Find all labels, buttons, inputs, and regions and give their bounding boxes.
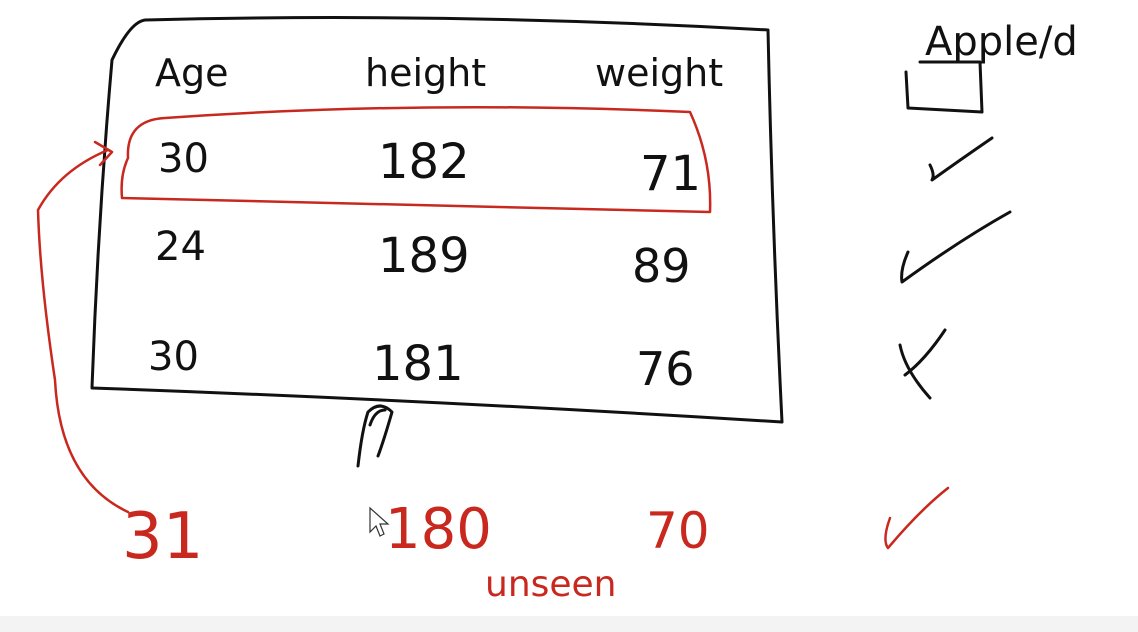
check-icon [928, 136, 994, 182]
highlight-first-row [120, 105, 712, 214]
side-header: Apple/d [925, 19, 1078, 65]
cell-r2-weight: 89 [632, 239, 691, 293]
arrow-up-icon [356, 404, 394, 468]
check-icon [900, 210, 1012, 284]
check-icon [884, 486, 950, 550]
bottom-bar [0, 616, 1138, 632]
table-frame [90, 16, 784, 424]
header-weight: weight [595, 51, 723, 95]
cell-r1-age: 30 [158, 136, 209, 182]
empty-box-icon [904, 60, 984, 114]
cell-r1-height: 182 [378, 134, 470, 190]
new-age: 31 [122, 500, 203, 574]
cell-r3-age: 30 [148, 334, 199, 380]
header-height: height [365, 51, 486, 95]
curved-arrow-icon [36, 140, 130, 514]
cell-r1-weight: 71 [640, 146, 701, 202]
new-row-label: unseen [485, 564, 617, 605]
cross-icon [898, 328, 947, 400]
cell-r3-height: 181 [372, 336, 464, 392]
new-height: 180 [385, 497, 492, 562]
cell-r2-height: 189 [378, 228, 470, 284]
cell-r3-weight: 76 [636, 342, 695, 396]
header-age: Age [155, 51, 229, 95]
cell-r2-age: 24 [155, 224, 206, 270]
new-weight: 70 [646, 502, 710, 560]
cursor-icon [369, 506, 390, 537]
